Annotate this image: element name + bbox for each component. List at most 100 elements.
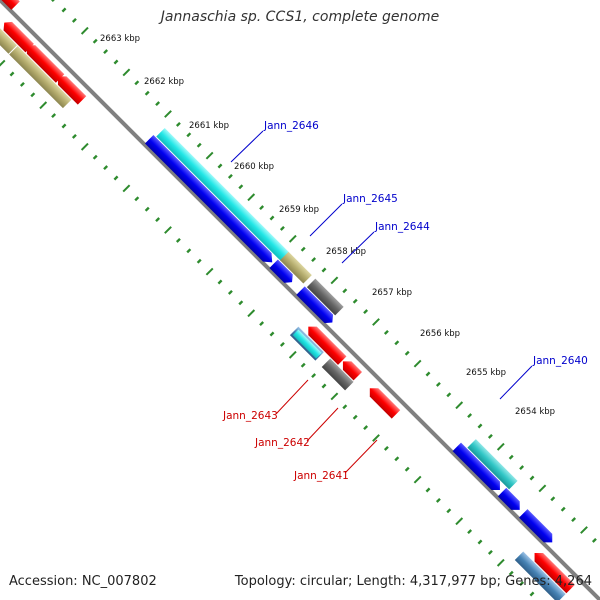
- gene-red-lower-right[interactable]: [530, 549, 575, 594]
- tick-mark: [487, 433, 493, 439]
- tick-mark: [175, 121, 181, 127]
- tick-mark: [363, 309, 369, 315]
- tick-mark: [352, 414, 358, 420]
- tick-mark: [259, 205, 265, 211]
- tick-mark: [164, 226, 172, 234]
- gene-red-mid-2[interactable]: [339, 357, 363, 381]
- tick-mark: [217, 163, 223, 169]
- inner-tick-ruler: [0, 59, 535, 597]
- gene-blue-2640-c[interactable]: [519, 509, 556, 546]
- tick-mark: [321, 383, 327, 389]
- kbp-labels: 2663 kbp 2662 kbp 2661 kbp 2660 kbp 2659…: [100, 34, 555, 417]
- tick-mark: [9, 71, 15, 77]
- tick-mark: [247, 193, 256, 202]
- tick-mark: [435, 381, 441, 387]
- leader-jann-2645: [309, 203, 343, 237]
- accession-text: Accession: NC_007802: [9, 574, 157, 589]
- tick-mark: [196, 142, 202, 148]
- kbp-label-2656: 2656 kbp: [420, 329, 460, 339]
- tick-mark: [134, 80, 140, 86]
- tick-mark: [288, 234, 297, 243]
- tick-mark: [394, 456, 400, 462]
- gene-leader-lines: [230, 130, 533, 474]
- tick-mark: [342, 404, 348, 410]
- gene-jann-2641[interactable]: [366, 384, 401, 419]
- gene-jann-2642-gray[interactable]: [321, 358, 354, 391]
- tick-mark: [311, 373, 317, 379]
- leader-jann-2643: [275, 379, 309, 415]
- tick-mark: [496, 558, 505, 567]
- tick-mark: [92, 38, 98, 44]
- gene-blue-2640-b[interactable]: [497, 487, 524, 514]
- gene-label-jann-2643[interactable]: Jann_2643: [222, 410, 278, 422]
- tick-mark: [175, 237, 181, 243]
- leader-jann-2640: [499, 365, 533, 400]
- tick-mark: [92, 154, 98, 160]
- tick-mark: [205, 151, 214, 160]
- gene-red-left-1[interactable]: [0, 18, 34, 53]
- tick-mark: [425, 487, 431, 493]
- kbp-label-2658: 2658 kbp: [326, 247, 366, 257]
- gene-red-left-2[interactable]: [23, 41, 65, 83]
- tick-mark: [61, 7, 67, 13]
- tick-mark: [413, 475, 422, 484]
- tick-mark: [247, 309, 256, 318]
- tick-mark: [477, 423, 483, 429]
- gene-label-jann-2640[interactable]: Jann_2640: [532, 355, 588, 367]
- tick-mark: [519, 465, 525, 471]
- tick-mark: [496, 442, 505, 451]
- tick-mark: [435, 497, 441, 503]
- tick-mark: [580, 526, 588, 534]
- gene-blue-small-2[interactable]: [296, 286, 336, 326]
- leader-jann-2644: [341, 231, 375, 264]
- tick-mark: [455, 517, 464, 526]
- tick-mark: [186, 132, 192, 138]
- tick-mark: [467, 413, 473, 419]
- leader-jann-2642: [306, 407, 339, 442]
- tick-mark: [467, 529, 473, 535]
- outer-tick-ruler: [51, 0, 597, 543]
- gene-jann-2646-blue[interactable]: [144, 135, 277, 267]
- tick-mark: [71, 133, 77, 139]
- tick-mark: [425, 371, 431, 377]
- gene-label-jann-2641[interactable]: Jann_2641: [293, 470, 349, 482]
- gene-label-jann-2644[interactable]: Jann_2644: [374, 221, 430, 233]
- gene-jann-2644[interactable]: [306, 278, 344, 316]
- gene-jann-2645[interactable]: [280, 251, 312, 284]
- gene-blue-2640-a[interactable]: [452, 442, 505, 495]
- tick-mark: [122, 68, 131, 77]
- gene-blue-small-1[interactable]: [269, 259, 296, 287]
- tick-mark: [508, 570, 514, 576]
- gene-jann-2640[interactable]: [467, 439, 518, 490]
- gene-label-jann-2642[interactable]: Jann_2642: [254, 437, 310, 449]
- tick-mark: [363, 425, 369, 431]
- tick-mark: [279, 341, 285, 347]
- gene-tan-left-1[interactable]: [0, 10, 17, 54]
- gene-red-left-3[interactable]: [54, 72, 87, 105]
- tick-mark: [227, 173, 233, 179]
- tick-mark: [446, 508, 452, 514]
- gene-tan-left-2[interactable]: [9, 45, 72, 109]
- gene-red-upper-left[interactable]: [0, 0, 20, 10]
- tick-mark: [155, 217, 161, 223]
- tick-mark: [446, 392, 452, 398]
- gene-jann-2646-cyan[interactable]: [156, 127, 290, 261]
- tick-mark: [311, 257, 317, 263]
- tick-mark: [71, 17, 77, 23]
- kbp-label-2657: 2657 kbp: [372, 288, 412, 298]
- gene-label-jann-2646[interactable]: Jann_2646: [263, 120, 319, 132]
- tick-mark: [330, 276, 339, 285]
- gene-jann-2643[interactable]: [304, 322, 347, 365]
- kbp-label-2654: 2654 kbp: [515, 407, 555, 417]
- gene-jann-2642-cyan[interactable]: [292, 329, 322, 359]
- gene-labels: Jann_2646 Jann_2645 Jann_2644 Jann_2640 …: [222, 120, 588, 482]
- tick-mark: [217, 279, 223, 285]
- tick-mark: [404, 466, 410, 472]
- tick-mark: [196, 258, 202, 264]
- gene-steel-lower-right[interactable]: [514, 551, 566, 600]
- gene-label-jann-2645[interactable]: Jann_2645: [342, 193, 398, 205]
- tick-mark: [394, 340, 400, 346]
